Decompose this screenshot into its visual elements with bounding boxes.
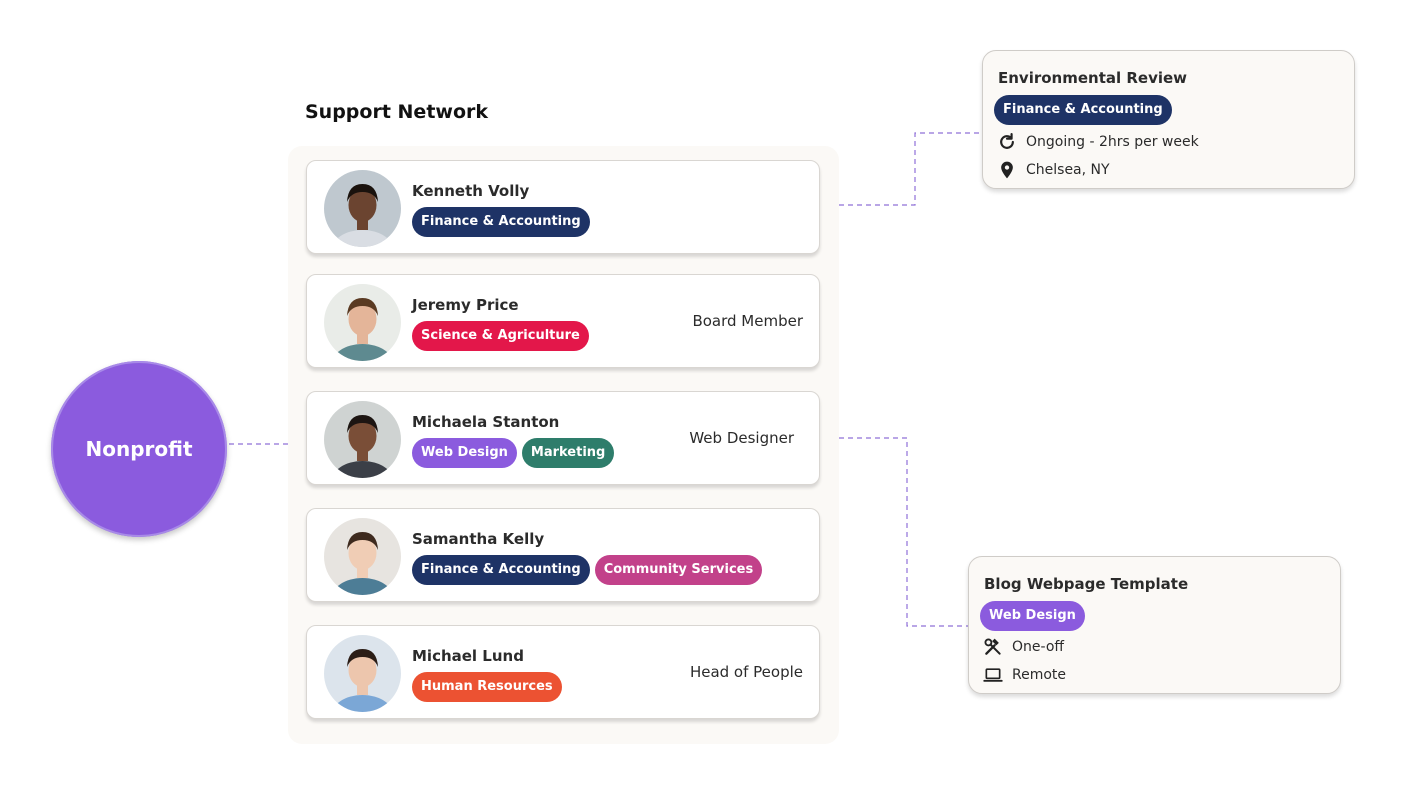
project-frequency-row: Ongoing - 2hrs per week bbox=[996, 131, 1199, 153]
project-location: Remote bbox=[1012, 667, 1066, 683]
member-name: Samantha Kelly bbox=[412, 530, 544, 548]
tag-web-design: Web Design bbox=[412, 438, 517, 468]
avatar bbox=[324, 401, 401, 478]
tag-marketing: Marketing bbox=[522, 438, 614, 468]
project-card-blog-webpage-template[interactable]: Blog Webpage Template Web Design One-off… bbox=[968, 556, 1341, 694]
member-role: Web Designer bbox=[689, 429, 794, 447]
project-title: Environmental Review bbox=[998, 69, 1187, 87]
member-name: Kenneth Volly bbox=[412, 182, 529, 200]
tag-finance-accounting: Finance & Accounting bbox=[412, 207, 590, 237]
project-location: Chelsea, NY bbox=[1026, 162, 1110, 178]
member-role: Board Member bbox=[692, 312, 803, 330]
project-frequency: One-off bbox=[1012, 639, 1064, 655]
project-card-environmental-review[interactable]: Environmental Review Finance & Accountin… bbox=[982, 50, 1355, 189]
member-name: Michael Lund bbox=[412, 647, 524, 665]
laptop-icon bbox=[982, 664, 1004, 686]
project-location-row: Chelsea, NY bbox=[996, 159, 1110, 181]
refresh-icon bbox=[996, 131, 1018, 153]
location-pin-icon bbox=[996, 159, 1018, 181]
tag-science-agriculture: Science & Agriculture bbox=[412, 321, 589, 351]
member-card-michaela-stanton[interactable]: Michaela Stanton Web Design Marketing We… bbox=[306, 391, 820, 485]
project-frequency: Ongoing - 2hrs per week bbox=[1026, 134, 1199, 150]
member-card-kenneth-volly[interactable]: Kenneth Volly Finance & Accounting bbox=[306, 160, 820, 254]
member-tags: Web Design Marketing bbox=[412, 438, 614, 468]
tag-web-design: Web Design bbox=[980, 601, 1085, 631]
member-role: Head of People bbox=[690, 663, 803, 681]
member-card-michael-lund[interactable]: Michael Lund Human Resources Head of Peo… bbox=[306, 625, 820, 719]
member-tags: Finance & Accounting bbox=[412, 207, 590, 237]
connector-kenneth-to-environmental-review bbox=[821, 133, 983, 205]
nonprofit-label: Nonprofit bbox=[85, 437, 192, 461]
nonprofit-node[interactable]: Nonprofit bbox=[51, 361, 227, 537]
member-tags: Human Resources bbox=[412, 672, 562, 702]
tag-finance-accounting: Finance & Accounting bbox=[412, 555, 590, 585]
member-name: Michaela Stanton bbox=[412, 413, 559, 431]
avatar bbox=[324, 635, 401, 712]
project-frequency-row: One-off bbox=[982, 636, 1064, 658]
tag-finance-accounting: Finance & Accounting bbox=[994, 95, 1172, 125]
member-card-jeremy-price[interactable]: Jeremy Price Science & Agriculture Board… bbox=[306, 274, 820, 368]
project-title: Blog Webpage Template bbox=[984, 575, 1188, 593]
tag-human-resources: Human Resources bbox=[412, 672, 562, 702]
avatar bbox=[324, 284, 401, 361]
avatar bbox=[324, 170, 401, 247]
member-tags: Science & Agriculture bbox=[412, 321, 589, 351]
tag-community-services: Community Services bbox=[595, 555, 763, 585]
support-network-title: Support Network bbox=[305, 101, 488, 123]
project-location-row: Remote bbox=[982, 664, 1066, 686]
member-name: Jeremy Price bbox=[412, 296, 519, 314]
avatar bbox=[324, 518, 401, 595]
member-tags: Finance & Accounting Community Services bbox=[412, 555, 762, 585]
member-card-samantha-kelly[interactable]: Samantha Kelly Finance & Accounting Comm… bbox=[306, 508, 820, 602]
tools-icon bbox=[982, 636, 1004, 658]
connector-michaela-to-blog-template bbox=[821, 438, 969, 626]
